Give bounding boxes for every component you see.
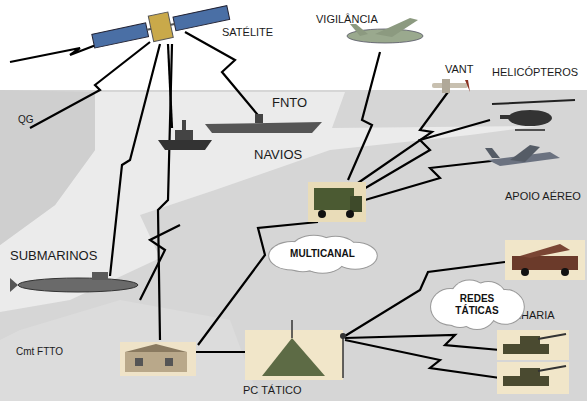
map-label: APOIO AÉREO [505,190,581,202]
map-label: QG [18,114,34,125]
cloud-node: MULTICANAL [268,236,377,272]
map-label: HELICÓPTEROS [492,66,578,78]
map-label: FNTO [272,96,307,110]
map-label: SUBMARINOS [10,249,97,263]
map-label: SATÉLITE [222,26,273,38]
map-label: VIGILÂNCIA [316,13,378,25]
map-label: VANT [445,63,474,75]
map-label: NAVIOS [254,148,302,162]
cloud-label: REDES TÁTICAS [452,293,502,316]
map-label: Cmt FTTO [16,346,63,357]
cloud-node: REDES TÁTICAS [430,281,524,328]
cloud-label: MULTICANAL [268,248,377,260]
map-label: PC TÁTICO [243,384,301,396]
